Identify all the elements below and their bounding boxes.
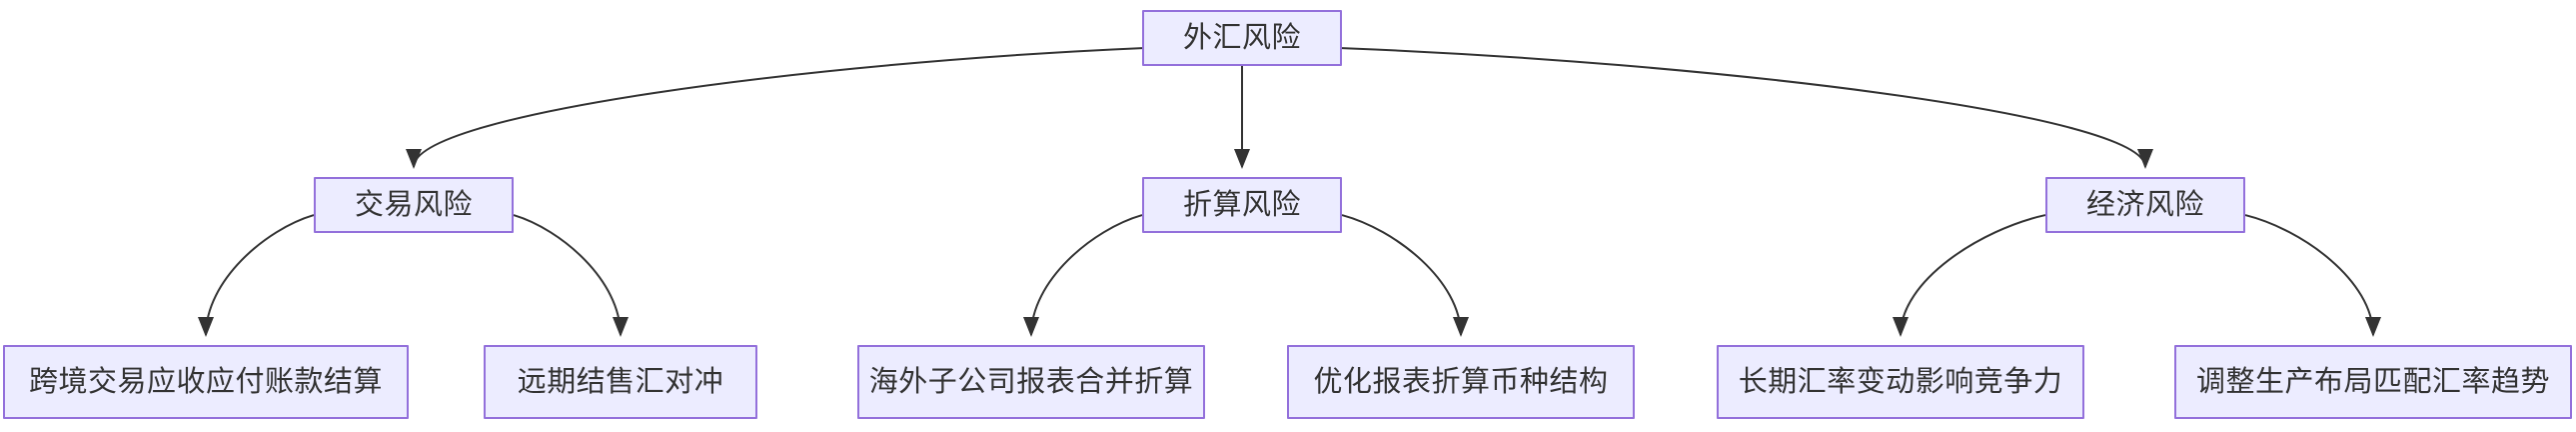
edge-l1a-to-l2a [198,214,315,337]
edge-root-to-l1c [1341,47,2153,169]
node-label: 外汇风险 [1182,21,1301,54]
node-label: 远期结售汇对冲 [517,365,724,398]
node-label: 长期汇率变动影响竞争力 [1738,365,2063,398]
node-label: 交易风险 [354,188,473,221]
edge-l1b-to-l2c [1023,214,1143,337]
node-label: 经济风险 [2085,188,2204,221]
edge-l1a-to-l2b [513,214,629,337]
node-l1a[interactable]: 交易风险 [314,177,514,233]
node-root[interactable]: 外汇风险 [1142,10,1342,66]
node-l2f[interactable]: 调整生产布局匹配汇率趋势 [2174,345,2572,419]
edge-root-to-l1a [406,47,1143,169]
node-l2a[interactable]: 跨境交易应收应付账款结算 [3,345,409,419]
edge-l1c-to-l2e [1893,214,2046,337]
node-l2b[interactable]: 远期结售汇对冲 [484,345,757,419]
node-label: 海外子公司报表合并折算 [868,365,1194,398]
node-l1c[interactable]: 经济风险 [2045,177,2245,233]
edge-group [198,47,2381,337]
node-label: 折算风险 [1182,188,1301,221]
node-label: 跨境交易应收应付账款结算 [28,365,383,398]
node-l1b[interactable]: 折算风险 [1142,177,1342,233]
node-label: 调整生产布局匹配汇率趋势 [2195,365,2550,398]
node-l2e[interactable]: 长期汇率变动影响竞争力 [1717,345,2084,419]
edge-l1b-to-l2d [1341,214,1469,337]
node-l2d[interactable]: 优化报表折算币种结构 [1287,345,1635,419]
edge-l1c-to-l2f [2244,214,2381,337]
node-l2c[interactable]: 海外子公司报表合并折算 [857,345,1205,419]
node-label: 优化报表折算币种结构 [1313,365,1609,398]
